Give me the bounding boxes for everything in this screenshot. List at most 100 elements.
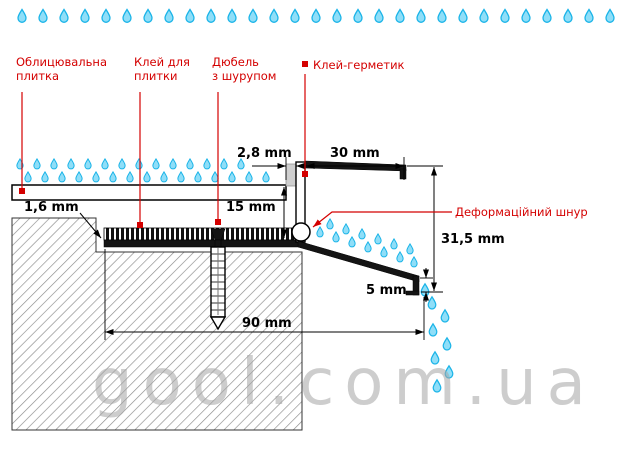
sealant-joint — [285, 163, 297, 187]
tile-adhesive-layer — [103, 227, 301, 241]
callout-tile-line2: плитка — [16, 69, 59, 83]
water-droplet — [122, 8, 132, 23]
water-droplet — [364, 241, 372, 253]
water-droplet — [416, 8, 426, 23]
water-droplet — [220, 158, 228, 170]
water-droplet — [169, 158, 177, 170]
water-droplet — [380, 246, 388, 258]
water-droplet — [194, 171, 202, 183]
water-droplet — [428, 323, 438, 337]
water-droplet — [152, 158, 160, 170]
callout-sealant: Клей-герметик — [313, 58, 405, 72]
dowel-with-screw — [209, 228, 227, 331]
water-droplet — [262, 171, 270, 183]
water-droplet — [143, 171, 151, 183]
water-droplet — [332, 231, 340, 243]
water-droplet — [521, 8, 531, 23]
callout-leaders — [19, 61, 452, 228]
profile-drip-hook — [405, 290, 420, 296]
water-droplet — [374, 8, 384, 23]
water-droplet — [396, 251, 404, 263]
water-droplet — [41, 171, 49, 183]
water-droplet — [395, 8, 405, 23]
callout-glue-line2: плитки — [134, 69, 177, 83]
water-droplet — [101, 158, 109, 170]
water-droplet — [59, 8, 69, 23]
water-droplet — [248, 8, 258, 23]
water-droplets-on-tile — [16, 158, 270, 183]
callout-glue-line1: Клей для — [134, 55, 190, 69]
watermark: gool.com.ua — [92, 346, 596, 420]
water-droplet — [67, 158, 75, 170]
water-droplet — [50, 158, 58, 170]
water-droplet — [75, 171, 83, 183]
water-droplet — [177, 171, 185, 183]
water-droplet — [164, 8, 174, 23]
water-droplet — [33, 158, 41, 170]
profile-base-plate — [103, 239, 303, 248]
water-droplet — [326, 218, 334, 230]
water-droplet — [348, 236, 356, 248]
dim-tile-gap: 2,8 mm — [237, 146, 292, 161]
water-droplet — [17, 8, 27, 23]
water-droplet — [118, 158, 126, 170]
water-droplet — [437, 8, 447, 23]
callout-dowel-line2: з шурупом — [212, 69, 276, 83]
water-droplets-on-slope — [316, 218, 418, 268]
water-droplet — [135, 158, 143, 170]
water-droplet — [406, 243, 414, 255]
facing-tile-layer — [11, 184, 287, 201]
dim-top-flange: 30 mm — [330, 146, 380, 161]
water-droplet — [479, 8, 489, 23]
water-droplet — [358, 228, 366, 240]
water-droplet — [269, 8, 279, 23]
callout-tile-line1: Облицювальна — [16, 55, 107, 69]
water-droplet — [584, 8, 594, 23]
water-droplet — [228, 171, 236, 183]
water-droplet — [390, 238, 398, 250]
concrete-slab — [11, 217, 303, 431]
callout-dowel-line1: Дюбель — [212, 55, 259, 69]
water-droplet — [374, 233, 382, 245]
dim-profile-height: 15 mm — [226, 200, 276, 215]
dim-material-thickness: 1,6 mm — [24, 200, 79, 215]
profile-flange-lip — [399, 168, 407, 180]
water-droplet — [440, 309, 450, 323]
callout-cord: Деформаційний шнур — [455, 205, 588, 219]
water-droplet — [84, 158, 92, 170]
water-droplet — [316, 226, 324, 238]
water-droplet — [24, 171, 32, 183]
water-droplet — [203, 158, 211, 170]
water-droplet — [420, 283, 430, 297]
water-droplet — [342, 223, 350, 235]
water-droplet — [206, 8, 216, 23]
water-droplet — [101, 8, 111, 23]
water-droplet — [143, 8, 153, 23]
water-droplet — [80, 8, 90, 23]
water-droplets-top-row — [17, 8, 615, 23]
water-droplet — [245, 171, 253, 183]
deformation-cord — [291, 222, 311, 242]
dim-vertical-drop: 31,5 mm — [441, 232, 505, 247]
water-droplet — [211, 171, 219, 183]
water-droplet — [126, 171, 134, 183]
water-droplet — [563, 8, 573, 23]
dim-base-width: 90 mm — [242, 316, 292, 331]
water-droplet — [92, 171, 100, 183]
dowel-tip — [209, 316, 227, 331]
water-droplet — [58, 171, 66, 183]
water-droplet — [500, 8, 510, 23]
dim-drip-lip: 5 mm — [366, 283, 407, 298]
water-droplet — [290, 8, 300, 23]
water-droplet — [353, 8, 363, 23]
water-droplet — [38, 8, 48, 23]
water-droplet — [542, 8, 552, 23]
water-droplet — [332, 8, 342, 23]
water-droplet — [186, 158, 194, 170]
water-droplet — [227, 8, 237, 23]
water-droplet — [427, 296, 437, 310]
water-droplet — [109, 171, 117, 183]
dimension-lines — [79, 157, 443, 340]
